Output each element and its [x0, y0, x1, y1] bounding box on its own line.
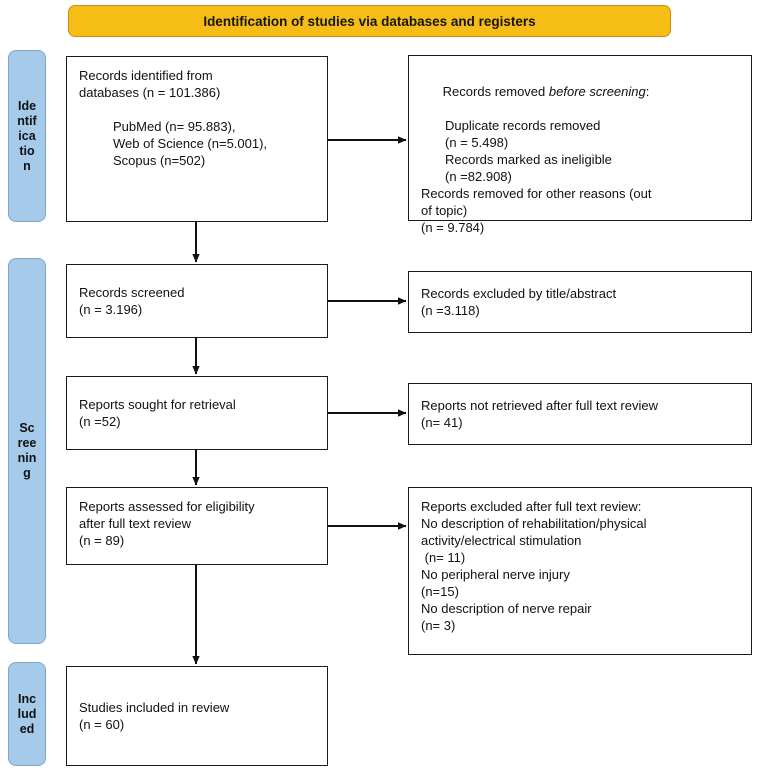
records-identified-sources: PubMed (n= 95.883), Web of Science (n=5.… [113, 119, 268, 168]
reports-excluded-reason-3: No description of nerve repair (n= 3) [421, 601, 592, 633]
studies-included-line1: Studies included in review [79, 700, 230, 715]
records-identified-line2: databases (n = 101.386) [79, 85, 221, 100]
stage-label-screening-text: Screening [17, 421, 37, 480]
records-excluded-title-abstract-line2: (n =3.118) [421, 303, 480, 318]
box-records-excluded-title-abstract: Records excluded by title/abstract (n =3… [408, 271, 752, 333]
records-removed-heading: Records removed before screening: [421, 66, 741, 117]
records-excluded-title-abstract-line1: Records excluded by title/abstract [421, 286, 617, 301]
records-removed-items: Duplicate records removed (n = 5.498) Re… [445, 118, 612, 184]
box-studies-included-in-review: Studies included in review (n = 60) [66, 666, 328, 766]
box-records-screened: Records screened (n = 3.196) [66, 264, 328, 338]
records-screened-line2: (n = 3.196) [79, 302, 143, 317]
records-screened-line1: Records screened [79, 285, 185, 300]
records-removed-heading-tail: : [645, 84, 650, 99]
reports-sought-line2: (n =52) [79, 414, 121, 429]
stage-label-identification: Identification [8, 50, 46, 222]
box-reports-assessed-for-eligibility: Reports assessed for eligibility after f… [66, 487, 328, 565]
box-records-identified: Records identified from databases (n = 1… [66, 56, 328, 222]
records-removed-heading-italic: before screening [548, 84, 646, 99]
reports-assessed-line3: (n = 89) [79, 533, 125, 548]
reports-excluded-reason-1: No description of rehabilitation/physica… [421, 516, 647, 565]
records-removed-heading-lead: Records removed [442, 84, 549, 99]
box-reports-sought-for-retrieval: Reports sought for retrieval (n =52) [66, 376, 328, 450]
reports-sought-line1: Reports sought for retrieval [79, 397, 236, 412]
records-removed-items-other: Records removed for other reasons (out o… [421, 186, 652, 235]
banner-identification-databases: Identification of studies via databases … [68, 5, 671, 37]
reports-not-retrieved-line2: (n= 41) [421, 415, 463, 430]
reports-excluded-reason-2: No peripheral nerve injury (n=15) [421, 567, 570, 599]
stage-label-identification-text: Identification [17, 98, 37, 173]
box-records-removed-before-screening: Records removed before screening: Duplic… [408, 55, 752, 235]
studies-included-line2: (n = 60) [79, 717, 125, 732]
stage-label-screening: Screening [8, 258, 46, 644]
banner-title: Identification of studies via databases … [203, 13, 536, 29]
reports-assessed-line2: after full text review [79, 516, 191, 531]
box-reports-excluded-full-text: Reports excluded after full text review:… [408, 487, 752, 655]
stage-label-included: Included [8, 662, 46, 766]
reports-not-retrieved-line1: Reports not retrieved after full text re… [421, 398, 658, 413]
reports-assessed-line1: Reports assessed for eligibility [79, 499, 255, 514]
box-reports-not-retrieved: Reports not retrieved after full text re… [408, 383, 752, 445]
stage-label-included-text: Included [17, 691, 37, 736]
records-identified-line1: Records identified from [79, 68, 213, 83]
reports-excluded-full-text-heading: Reports excluded after full text review: [421, 499, 642, 514]
